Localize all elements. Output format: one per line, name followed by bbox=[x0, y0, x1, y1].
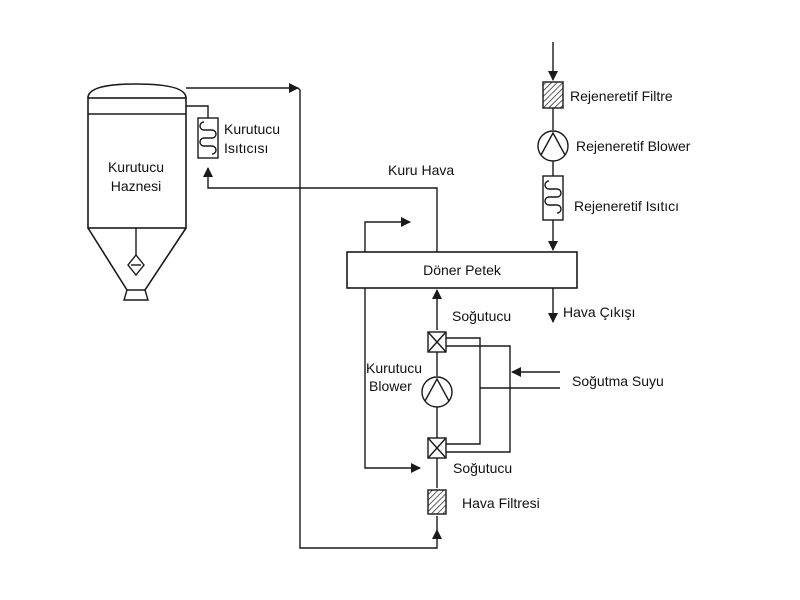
dry-air-line bbox=[203, 167, 438, 252]
rotor: Döner Petek bbox=[346, 251, 578, 289]
regen-heater: Rejeneretif Isıtıcı bbox=[542, 175, 679, 221]
cooler-top bbox=[427, 331, 447, 353]
rotor-label: Döner Petek bbox=[423, 262, 502, 278]
dry-air-label: Kuru Hava bbox=[388, 162, 454, 178]
dryer-blower-label-1: Kurutucu bbox=[366, 360, 422, 376]
dryer-heater: Kurutucu Isıtıcısı bbox=[197, 117, 280, 159]
air-outlet-label: Hava Çıkışı bbox=[563, 304, 635, 320]
regen-blower-label: Rejeneretif Blower bbox=[576, 138, 691, 154]
cooler-top-label: Soğutucu bbox=[452, 308, 511, 324]
cooling-water-label: Soğutma Suyu bbox=[572, 373, 664, 389]
cooler-bottom-label: Soğutucu bbox=[453, 460, 512, 476]
dryer-heater-label-2: Isıtıcısı bbox=[224, 140, 268, 156]
cooling-water-piping bbox=[446, 337, 481, 445]
air-filter: Hava Filtresi bbox=[427, 489, 540, 515]
dryer-blower: Kurutucu Blower bbox=[366, 360, 453, 408]
air-filter-label: Hava Filtresi bbox=[462, 495, 540, 511]
dryer-hopper: Kurutucu Haznesi bbox=[87, 83, 187, 301]
regen-blower: Rejeneretif Blower bbox=[537, 130, 691, 162]
dryer-heater-label-1: Kurutucu bbox=[224, 121, 280, 137]
regen-filter: Rejeneretif Filtre bbox=[542, 81, 673, 109]
regen-heater-label: Rejeneretif Isıtıcı bbox=[574, 198, 679, 214]
regen-filter-label: Rejeneretif Filtre bbox=[570, 88, 673, 104]
dryer-hopper-label-2: Haznesi bbox=[111, 178, 162, 194]
dryer-blower-label-2: Blower bbox=[369, 378, 412, 394]
cooler-bottom bbox=[427, 437, 447, 459]
dryer-hopper-label-1: Kurutucu bbox=[108, 159, 164, 175]
